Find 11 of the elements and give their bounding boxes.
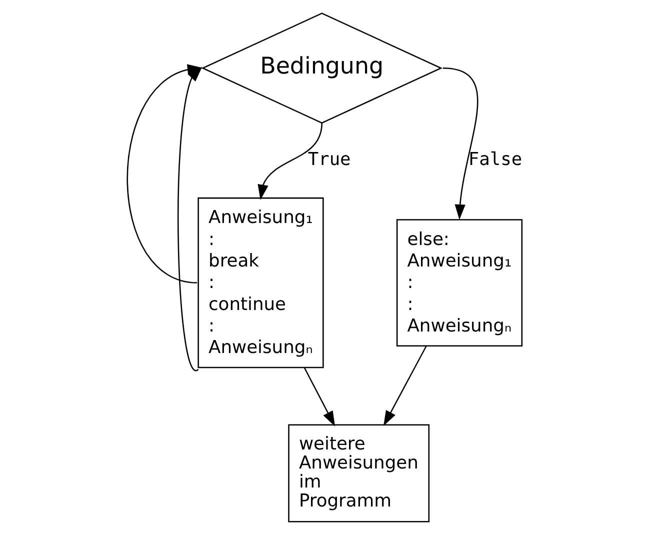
node-box: Anweisung₁ : break : continue : Anweisungₙ	[197, 197, 324, 368]
arrow	[177, 66, 202, 370]
edge-label: True	[307, 149, 350, 170]
node-box: else: Anweisung₁ : : Anweisungₙ	[396, 219, 522, 346]
arrow	[303, 367, 335, 426]
arrow	[382, 346, 426, 426]
arrow	[257, 122, 322, 200]
node-box: weitere Anweisungen im Programm	[288, 424, 430, 522]
arrow	[442, 67, 478, 220]
node-diamond: Bedingung	[200, 12, 442, 124]
edge-label: False	[468, 149, 522, 170]
